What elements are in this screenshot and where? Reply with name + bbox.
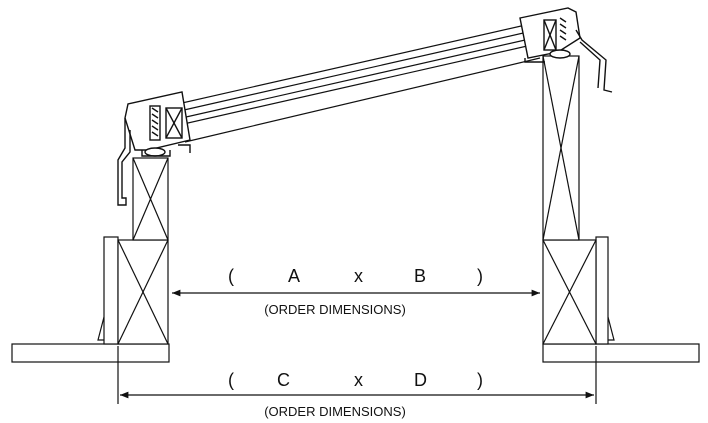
left-frame-profile [117, 91, 191, 206]
paren-close-top: ) [477, 266, 483, 286]
bottom-dimension-label: ( C x D ) (ORDER DIMENSIONS) [228, 370, 483, 419]
roof-deck-right [542, 343, 700, 363]
right-lower-curb [542, 236, 615, 345]
right-frame-profile [519, 7, 613, 93]
letter-d: D [414, 370, 427, 390]
skylight-glazing [159, 23, 541, 143]
left-lower-curb [97, 236, 169, 345]
left-upper-curb [132, 157, 169, 241]
paren-close-bottom: ) [477, 370, 483, 390]
times-top: x [354, 266, 363, 286]
dimension-line-c-d [117, 346, 597, 404]
order-dimensions-bottom: (ORDER DIMENSIONS) [264, 404, 406, 419]
order-dimensions-top: (ORDER DIMENSIONS) [264, 302, 406, 317]
letter-c: C [277, 370, 290, 390]
paren-open-bottom: ( [228, 370, 234, 390]
paren-open-top: ( [228, 266, 234, 286]
letter-b: B [414, 266, 426, 286]
letter-a: A [288, 266, 300, 286]
right-upper-curb [542, 55, 580, 241]
top-dimension-label: ( A x B ) (ORDER DIMENSIONS) [228, 266, 483, 317]
times-bottom: x [354, 370, 363, 390]
roof-deck-left [11, 343, 170, 363]
